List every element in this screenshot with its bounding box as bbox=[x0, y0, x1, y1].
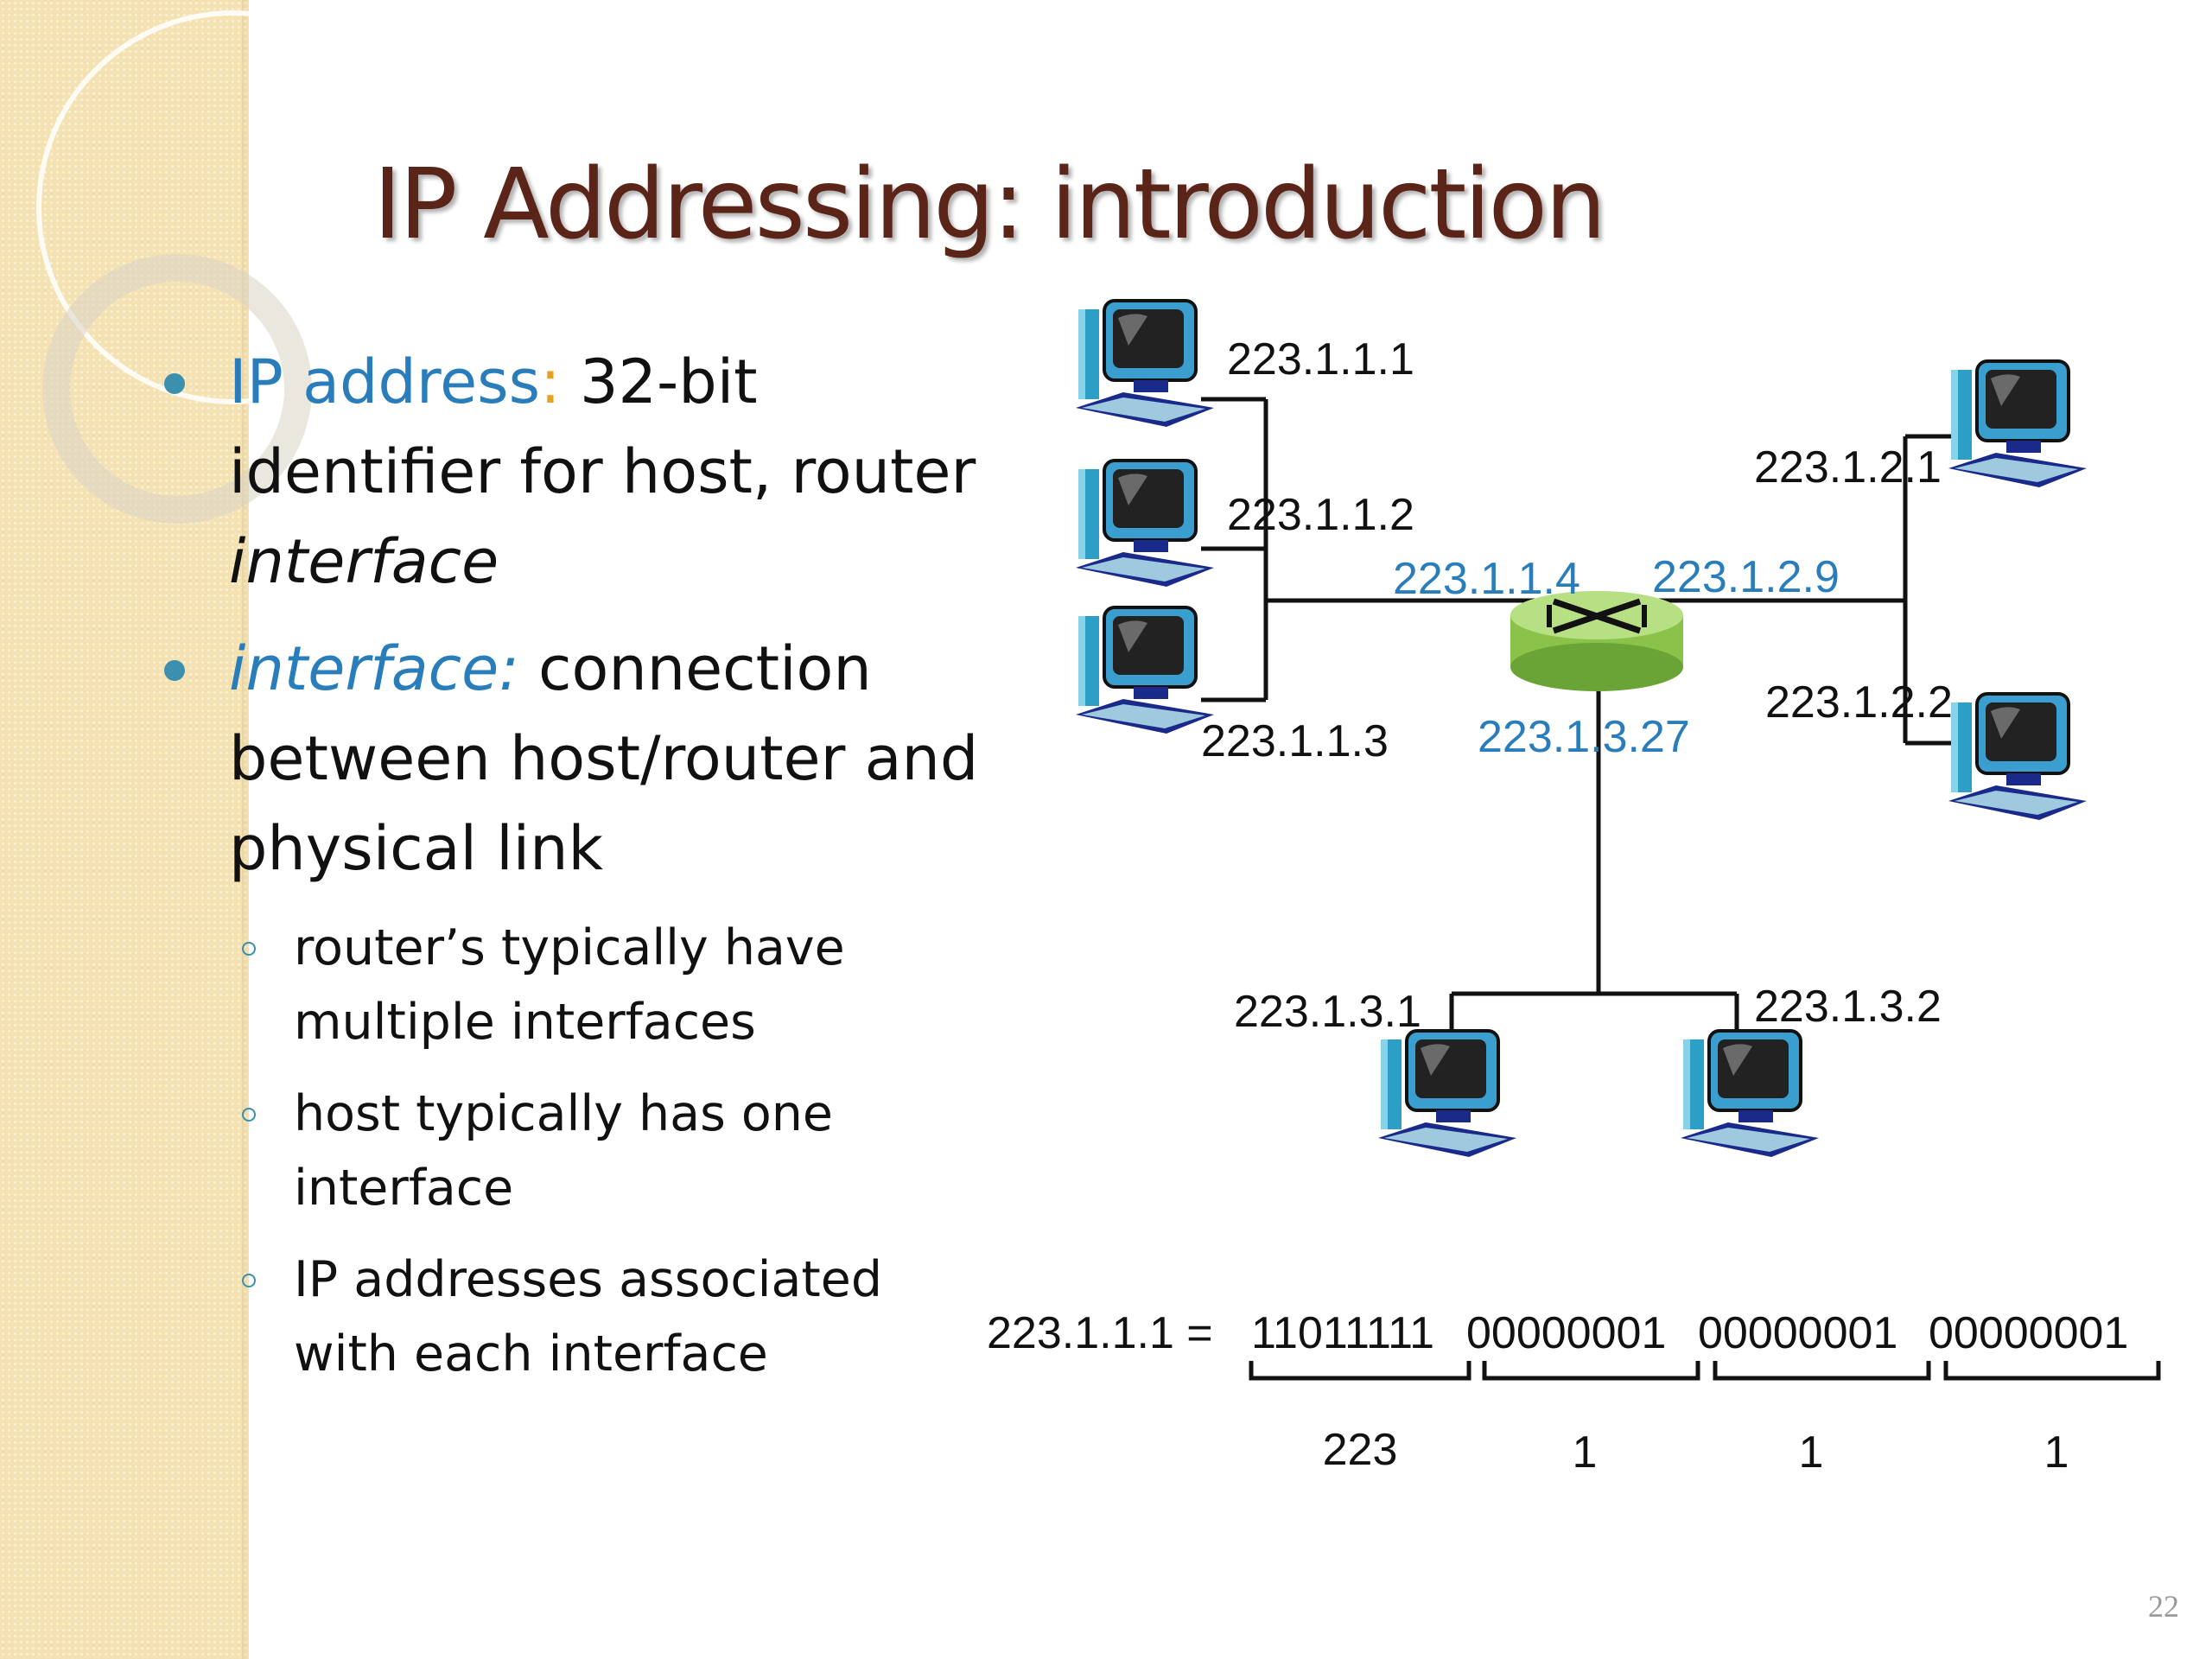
term-interface: interface: bbox=[229, 633, 519, 704]
computer-icon bbox=[1074, 606, 1216, 735]
router-icon bbox=[1510, 591, 1683, 691]
ip-label-h32: 223.1.3.2 bbox=[1754, 982, 1942, 1032]
sub-bullet-text: multiple interfaces bbox=[294, 994, 756, 1051]
ip-label-router-if3: 223.1.3.27 bbox=[1478, 712, 1690, 762]
computer-icon bbox=[1947, 692, 2088, 822]
sub-bullet-text: interface bbox=[294, 1160, 514, 1217]
bullet-text: between host/router and bbox=[229, 723, 979, 794]
binary-octet: 00000001 bbox=[1466, 1308, 1666, 1358]
ip-label-router-if2: 223.1.2.9 bbox=[1652, 552, 1840, 602]
bullet-text: 32-bit bbox=[560, 346, 758, 417]
bullet-text: interface bbox=[229, 526, 499, 597]
octet-decimal: 1 bbox=[1799, 1427, 1824, 1478]
octet-bracket bbox=[1249, 1361, 1471, 1381]
term-ip-address: IP address bbox=[229, 346, 541, 417]
octet-bracket bbox=[1943, 1361, 2161, 1381]
ip-label-h1: 223.1.1.1 bbox=[1227, 334, 1414, 385]
octet-decimal: 1 bbox=[2044, 1427, 2069, 1478]
page-number: 22 bbox=[2148, 1589, 2179, 1624]
ip-label-h3: 223.1.1.3 bbox=[1201, 716, 1389, 766]
bullet-text: connection bbox=[518, 633, 872, 704]
ip-label-h2: 223.1.1.2 bbox=[1227, 490, 1414, 540]
ip-label-h31: 223.1.3.1 bbox=[1234, 987, 1421, 1037]
octet-brackets bbox=[1249, 1361, 2161, 1381]
binary-octet: 11011111 bbox=[1251, 1308, 1434, 1358]
network-links bbox=[1201, 397, 1957, 1041]
binary-lhs: 223.1.1.1 = bbox=[987, 1308, 1213, 1358]
bullet-dot bbox=[164, 373, 185, 394]
term-colon: : bbox=[540, 346, 561, 417]
computer-icon bbox=[1376, 1029, 1518, 1159]
octet-bracket bbox=[1482, 1361, 1700, 1381]
sub-bullet: IP addresses associated with each interf… bbox=[156, 1243, 1020, 1391]
computer-icon bbox=[1074, 299, 1216, 429]
binary-octet: 00000001 bbox=[1929, 1308, 2128, 1358]
ip-label-router-if1: 223.1.1.4 bbox=[1393, 554, 1580, 604]
ip-label-h22: 223.1.2.2 bbox=[1765, 677, 1953, 728]
octet-decimal: 223 bbox=[1323, 1425, 1398, 1475]
computer-icon bbox=[1074, 459, 1216, 588]
sub-bullet: host typically has one interface bbox=[156, 1077, 1020, 1225]
bullet-ip-address: IP address: 32-bit identifier for host, … bbox=[156, 337, 1020, 607]
sub-bullet: router’s typically have multiple interfa… bbox=[156, 911, 1020, 1059]
slide-title: IP Addressing: introduction bbox=[373, 149, 1606, 261]
binary-octet: 00000001 bbox=[1698, 1308, 1897, 1358]
bullet-text: identifier for host, router bbox=[229, 436, 976, 507]
ip-label-h21: 223.1.2.1 bbox=[1754, 442, 1942, 493]
octet-bracket bbox=[1713, 1361, 1931, 1381]
bullet-interface: interface: connection between host/route… bbox=[156, 624, 1020, 893]
bullet-text: physical link bbox=[229, 813, 604, 884]
binary-breakdown: 223.1.1.1 = 11011111 00000001 00000001 0… bbox=[987, 1308, 2161, 1478]
sidebar-edge bbox=[242, 0, 249, 1659]
sub-bullet-ring bbox=[242, 942, 256, 956]
sub-bullet-ring bbox=[242, 1108, 256, 1122]
sub-bullet-text: router’s typically have bbox=[294, 919, 845, 976]
sub-bullet-text: host typically has one bbox=[294, 1085, 833, 1142]
computer-icon bbox=[1679, 1029, 1821, 1159]
sub-bullet-text: with each interface bbox=[294, 1325, 768, 1382]
bullet-dot bbox=[164, 660, 185, 681]
sub-bullet-ring bbox=[242, 1274, 256, 1287]
sub-bullet-text: IP addresses associated bbox=[294, 1251, 883, 1308]
bullet-list: IP address: 32-bit identifier for host, … bbox=[156, 337, 1020, 1408]
octet-decimal: 1 bbox=[1573, 1427, 1598, 1478]
computer-icon bbox=[1947, 359, 2088, 489]
